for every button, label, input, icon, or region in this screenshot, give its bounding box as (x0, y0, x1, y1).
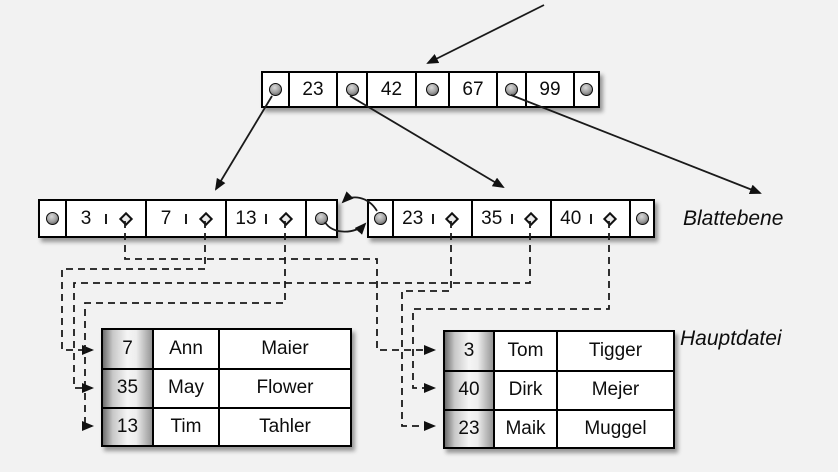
table-key-cell: 7 (103, 330, 152, 369)
diamond-pointer-icon (524, 211, 539, 226)
pointer-slot (369, 201, 392, 236)
leaf-entry: 40 (550, 201, 629, 236)
child-pointer-arrow-left (214, 95, 273, 191)
diamond-pointer-icon (118, 211, 134, 226)
pointer-slot (336, 73, 366, 106)
table-key-cell: 13 (103, 406, 152, 445)
root-key-cell: 67 (448, 73, 496, 106)
table-name-cell: Tim (152, 406, 218, 445)
leaf-level-label: Blattebene (683, 207, 784, 230)
pointer-slot (263, 73, 288, 106)
pointer-circle-icon (635, 212, 649, 225)
leaf-key: 3 (80, 207, 92, 229)
table-name-cell: Tom (493, 332, 556, 371)
table-surname-cell: Muggel (556, 408, 673, 447)
table-surname-cell: Mejer (556, 370, 673, 409)
pointer-circle-icon (315, 212, 328, 225)
record-pointer-slot (589, 211, 630, 226)
pointer-slot (415, 73, 448, 106)
pointer-circle-icon (580, 83, 593, 96)
record-pointer-slot (510, 211, 551, 226)
leaf-key: 7 (160, 207, 172, 229)
diamond-pointer-icon (278, 211, 294, 226)
main-file-table-right: 3 Tom Tigger 40 Dirk Mejer 23 Maik Mugge… (443, 330, 675, 449)
main-file-table-left: 7 Ann Maier 35 May Flower 13 Tim Tahler (101, 328, 352, 447)
root-key-cell: 99 (525, 73, 573, 106)
leaf-key: 23 (402, 207, 424, 229)
pointer-slot (629, 201, 653, 236)
pointer-slot (496, 73, 525, 106)
table-name-cell: Maik (493, 408, 556, 447)
leaf-key: 13 (235, 207, 257, 229)
record-pointer-slot (185, 211, 225, 226)
child-pointer-arrow-middle (349, 95, 505, 189)
table-surname-cell: Flower (218, 368, 350, 407)
leaf-entry: 3 (65, 201, 145, 236)
leaf-entry: 7 (145, 201, 225, 236)
leaf-entry: 13 (225, 201, 305, 236)
record-pointer-slot (265, 211, 305, 226)
root-key-cell: 23 (288, 73, 336, 106)
table-name-cell: Dirk (493, 370, 556, 409)
root-index-node: 23 42 67 99 (261, 71, 600, 108)
table-key-cell: 23 (445, 408, 493, 447)
leaf-key: 40 (560, 207, 582, 229)
table-surname-cell: Tigger (556, 332, 673, 371)
table-key-cell: 3 (445, 332, 493, 371)
table-key-cell: 40 (445, 370, 493, 409)
leaf-entry: 35 (471, 201, 550, 236)
pointer-circle-icon (269, 83, 282, 96)
pointer-slot (305, 201, 336, 236)
table-key-cell: 35 (103, 368, 152, 407)
root-pointer-arrow (426, 4, 545, 64)
diamond-pointer-icon (198, 211, 214, 226)
leaf-node-right: 23 35 40 (367, 199, 655, 238)
pointer-circle-icon (505, 83, 518, 96)
root-key: 42 (380, 78, 403, 100)
child-pointer-arrow-right (510, 94, 762, 194)
diamond-pointer-icon (603, 211, 618, 226)
table-name-cell: Ann (152, 330, 218, 369)
table-surname-cell: Tahler (218, 406, 350, 445)
leaf-entry: 23 (392, 201, 471, 236)
root-key-cell: 42 (366, 73, 415, 106)
record-pointer-slot (431, 211, 472, 226)
table-name-cell: May (152, 368, 218, 407)
leaf-key: 35 (481, 207, 503, 229)
pointer-circle-icon (374, 212, 387, 225)
leaf-node-left: 3 7 13 (38, 199, 338, 238)
pointer-circle-icon (345, 83, 359, 96)
pointer-circle-icon (46, 212, 59, 225)
root-key: 67 (462, 78, 484, 100)
pointer-slot (573, 73, 598, 106)
main-file-label: Hauptdatei (680, 327, 782, 350)
table-surname-cell: Maier (218, 330, 350, 369)
root-key: 99 (539, 78, 561, 100)
pointer-slot (40, 201, 65, 236)
diamond-pointer-icon (445, 211, 460, 226)
record-pointer-slot (105, 211, 145, 226)
root-key: 23 (302, 78, 324, 100)
pointer-circle-icon (426, 83, 439, 96)
